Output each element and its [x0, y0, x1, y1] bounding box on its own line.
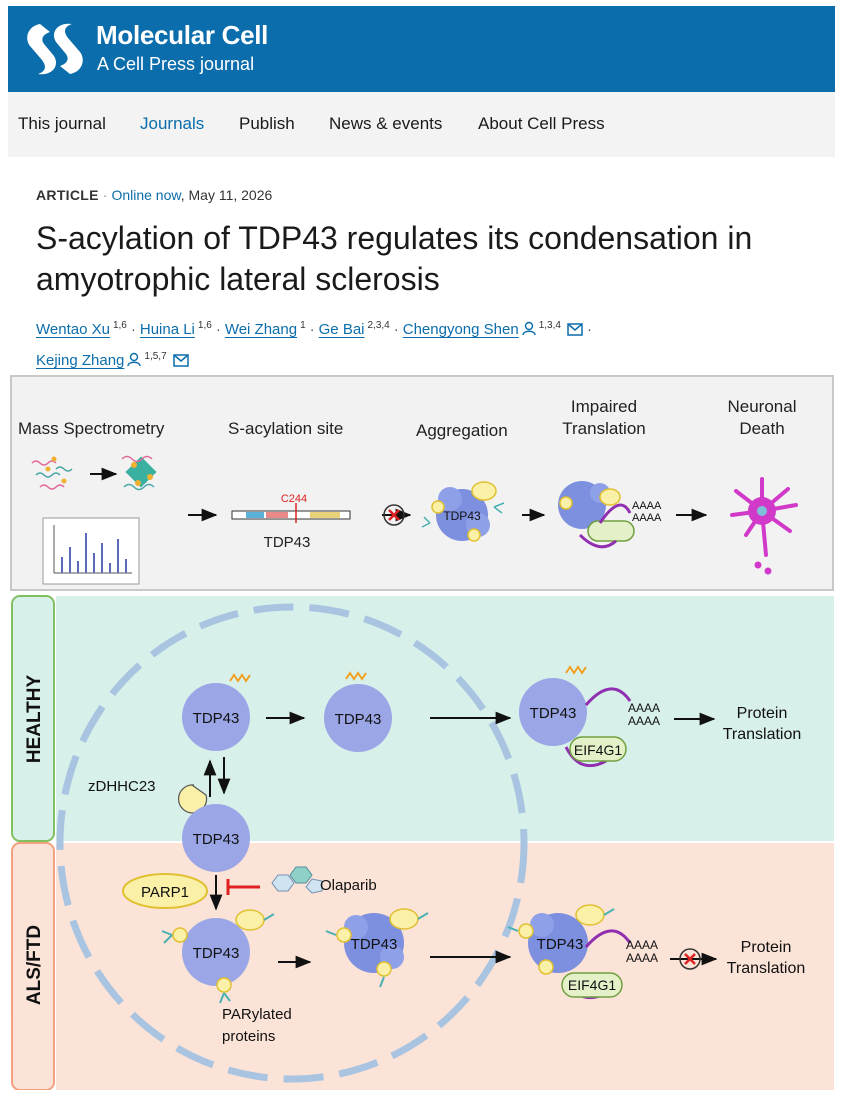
author-link[interactable]: Chengyong Shen [402, 321, 519, 338]
author-link[interactable]: Huina Li [139, 321, 195, 338]
step-acylation-site: S-acylation site [228, 419, 343, 438]
author-separator: · [309, 321, 315, 338]
mass-spectrum-icon [42, 517, 140, 585]
polya-als-2: AAAA [626, 951, 658, 965]
polya-als-1: AAAA [626, 938, 658, 952]
olaparib-label: Olaparib [320, 877, 377, 894]
parylated-label-2: proteins [222, 1028, 275, 1045]
nav-publish[interactable]: Publish [239, 114, 295, 133]
als-pathway: PARP1 Olaparib TDP43 PARylated proteins … [122, 866, 806, 1045]
parylated-label-1: PARylated [222, 1006, 292, 1023]
parp1-label: PARP1 [141, 884, 189, 901]
article-status-link[interactable]: Online now [111, 187, 181, 203]
tdp43-als-1: TDP43 [193, 945, 240, 962]
step-translation: Translation [562, 419, 645, 438]
article-meta: ARTICLE·Online now, May 11, 2026 [36, 187, 272, 203]
nav-news-events[interactable]: News & events [329, 114, 443, 133]
protein-translation-healthy-2: Translation [723, 726, 802, 743]
tdp43-aggregate-icon [421, 481, 505, 542]
polya-healthy-1: AAAA [628, 701, 660, 715]
step-neuronal: Neuronal [728, 397, 797, 416]
inhibition-arrow [226, 879, 260, 895]
author-link[interactable]: Ge Bai [318, 321, 365, 338]
corresponding-author-icon [521, 321, 536, 336]
peptides-icon [31, 456, 73, 490]
author-link[interactable]: Kejing Zhang [36, 352, 125, 369]
email-icon[interactable] [172, 354, 189, 367]
aggregate-label: TDP43 [443, 509, 481, 523]
author-affiliation: 1,6 [112, 320, 127, 331]
polya-label-2: AAAA [632, 512, 662, 524]
author-separator: · [215, 321, 221, 338]
blocked-icon [383, 504, 405, 526]
article-type: ARTICLE [36, 187, 99, 203]
als-label: ALS/FTD [24, 925, 45, 1005]
tdp43-als-2: TDP43 [351, 936, 398, 953]
eif4g1-healthy [569, 736, 627, 762]
step-death: Death [739, 419, 784, 438]
dying-neuron-icon [730, 477, 798, 575]
healthy-label: HEALTHY [24, 675, 45, 764]
email-icon[interactable] [567, 323, 583, 336]
tdp43-domain-bar [231, 503, 351, 523]
tdp43-healthy-3: TDP43 [530, 705, 577, 722]
author-link[interactable]: Wentao Xu [36, 321, 110, 338]
author-affiliation: 1,3,4 [538, 320, 561, 331]
zdhhc23-label: zDHHC23 [88, 778, 156, 795]
nav-this-journal[interactable]: This journal [18, 114, 106, 133]
healthy-pathway: TDP43 TDP43 TDP43 EIF4G1 AAAA AAAA Prote… [88, 665, 802, 872]
meta-separator: · [102, 187, 108, 203]
step-aggregation: Aggregation [416, 421, 508, 440]
impaired-translation-icon [558, 481, 635, 549]
graphical-abstract: Mass Spectrometry S-acylation site Aggre… [10, 375, 834, 1090]
tdp43-healthy-4: TDP43 [193, 831, 240, 848]
author-affiliation: 1,6 [197, 320, 212, 331]
author-affiliation: 1,5,7 [144, 351, 167, 362]
translation-blocked-icon [679, 948, 701, 970]
author-separator: · [586, 321, 592, 338]
journal-subtitle: A Cell Press journal [97, 54, 255, 74]
tdp43-healthy-1: TDP43 [193, 710, 240, 727]
step-mass-spectrometry: Mass Spectrometry [18, 419, 165, 438]
main-nav: This journal Journals Publish News & eve… [8, 92, 835, 157]
polya-healthy-2: AAAA [628, 714, 660, 728]
polya-label-1: AAAA [632, 500, 662, 512]
author-separator: · [393, 321, 399, 338]
protein-translation-healthy-1: Protein [737, 705, 788, 722]
c244-site-label: C244 [281, 493, 307, 505]
parp1-badge [122, 873, 208, 909]
author-separator: · [130, 321, 136, 338]
tdp43-healthy-2: TDP43 [335, 711, 382, 728]
article-title: S-acylation of TDP43 regulates its conde… [36, 220, 753, 297]
nav-journals[interactable]: Journals [140, 114, 205, 133]
protein-translation-als-1: Protein [741, 939, 792, 956]
labeled-peptides-icon [121, 455, 157, 491]
journal-title[interactable]: Molecular Cell [96, 20, 269, 50]
cell-membrane [56, 603, 528, 1083]
tdp43-als-3: TDP43 [537, 936, 584, 953]
olaparib-molecule-icon [271, 866, 323, 894]
eif4g1-healthy-label: EIF4G1 [574, 742, 622, 758]
zdhhc23-pacman-icon [178, 784, 208, 814]
author-link[interactable]: Wei Zhang [224, 321, 298, 338]
journal-header: Molecular Cell A Cell Press journal [8, 6, 835, 92]
author-affiliation: 1 [300, 320, 306, 331]
tdp43-bar-label: TDP43 [264, 534, 311, 551]
eif4g1-als-label: EIF4G1 [568, 977, 616, 993]
step-impaired: Impaired [571, 397, 637, 416]
cell-press-logo-icon[interactable] [22, 20, 88, 78]
eif4g1-als [561, 972, 623, 998]
top-panel: Mass Spectrometry S-acylation site Aggre… [10, 375, 834, 591]
author-affiliation: 2,3,4 [367, 320, 390, 331]
corresponding-author-icon [127, 352, 142, 367]
nav-about-cell-press[interactable]: About Cell Press [478, 114, 605, 133]
article-date: , May 11, 2026 [180, 187, 273, 203]
protein-translation-als-2: Translation [727, 960, 806, 977]
